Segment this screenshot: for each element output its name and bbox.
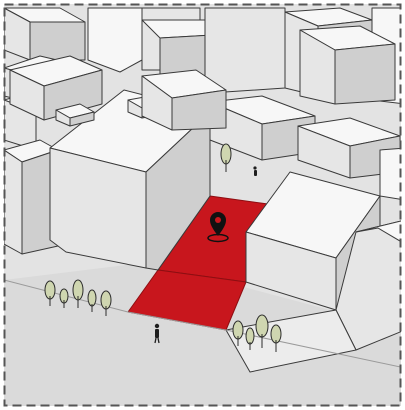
main-tower: [49, 69, 227, 271]
right-building: [245, 171, 401, 351]
highlighted-site: [127, 195, 269, 331]
tree-group-right: [232, 314, 282, 352]
tree-icon: [232, 320, 244, 346]
person-icon: [253, 166, 257, 176]
tree-icon: [255, 314, 269, 348]
tree-icon: [245, 327, 255, 350]
tree-icon: [270, 324, 282, 352]
tree-icon: [72, 279, 84, 308]
dashed-frame: [3, 3, 402, 407]
tree-icon: [220, 143, 232, 172]
person-icon: [154, 323, 160, 344]
tree-icon: [87, 289, 97, 312]
background-buildings: [4, 7, 401, 255]
tree-icon: [44, 280, 56, 306]
tree-icon: [59, 288, 69, 308]
map-pin-icon: [207, 212, 229, 243]
tree-group-left: [44, 279, 112, 316]
tree-icon: [100, 290, 112, 316]
